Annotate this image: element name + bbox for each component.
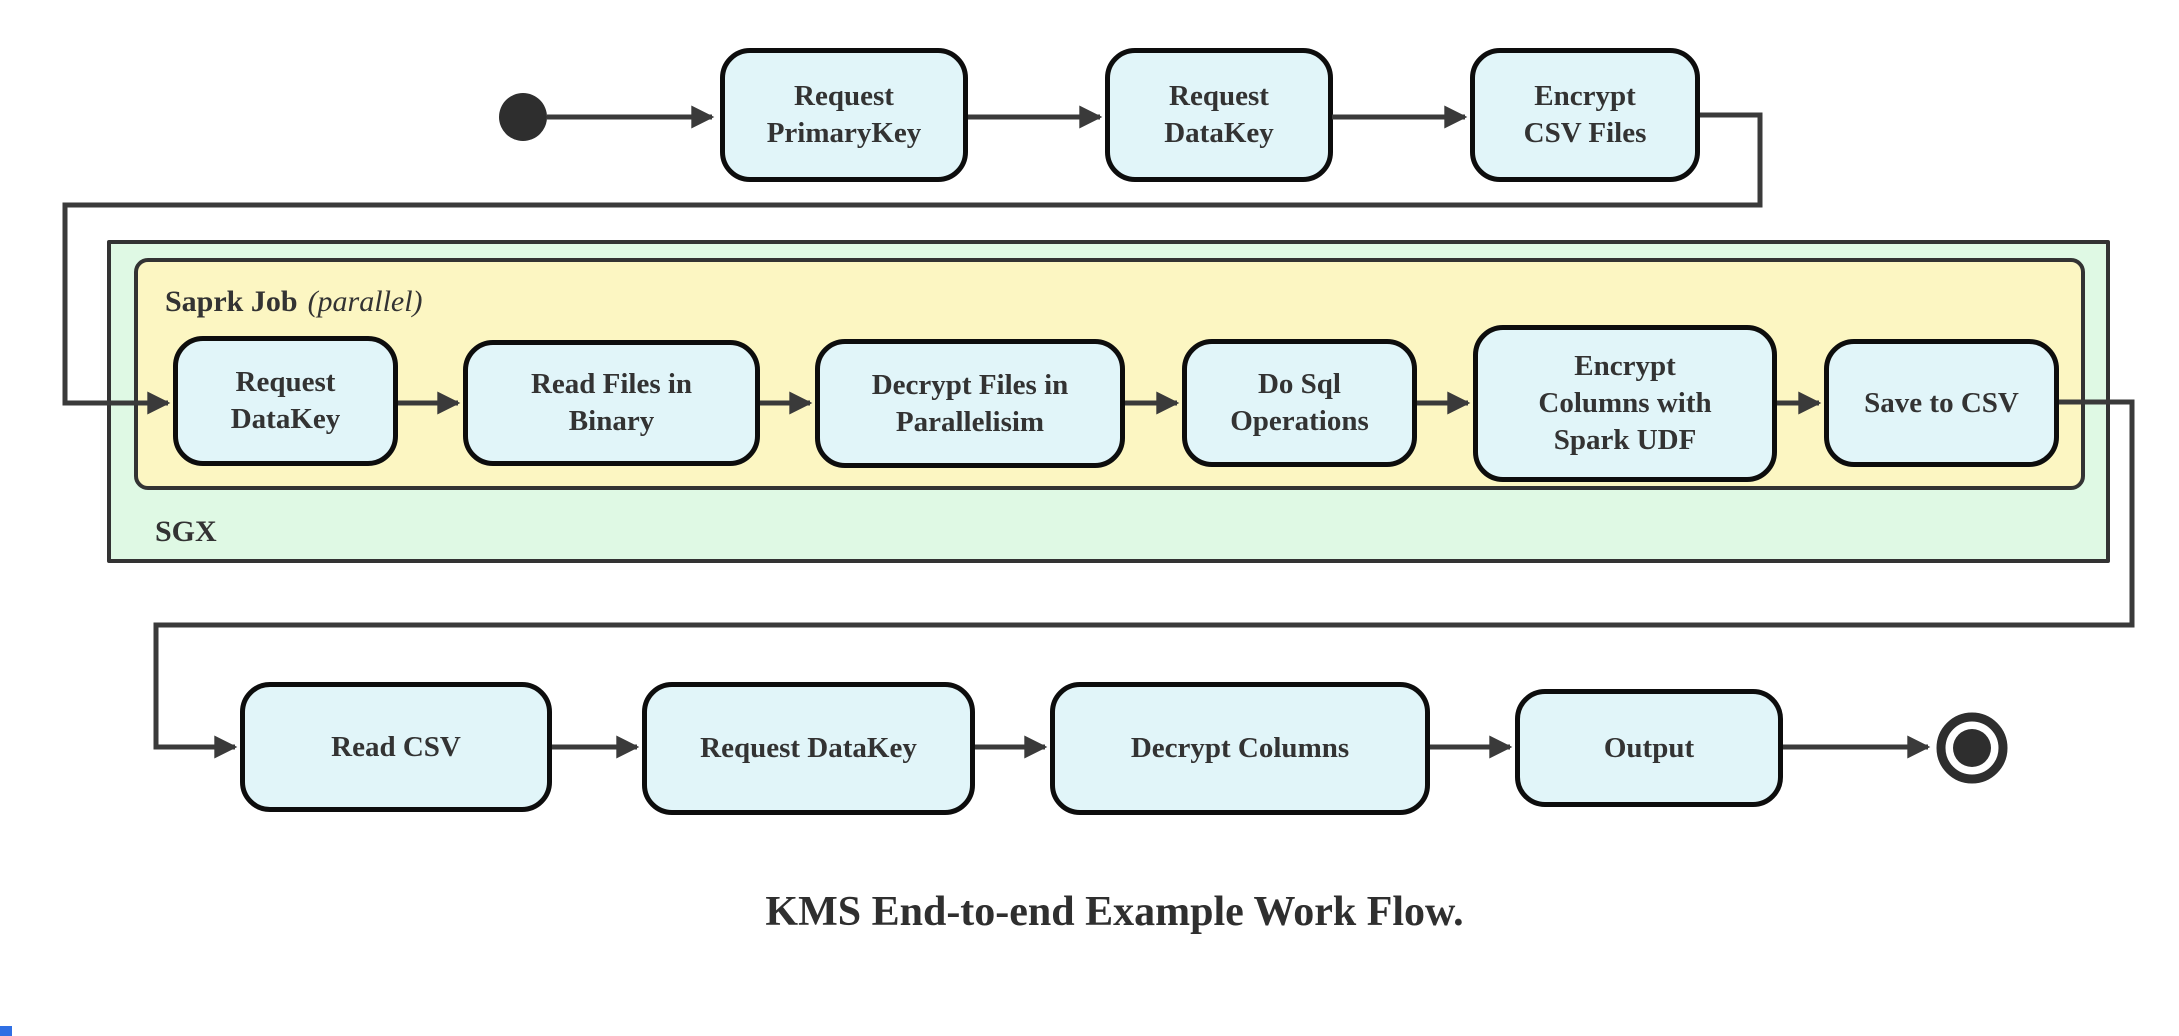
node-label: Encrypt CSV Files <box>1523 80 1647 149</box>
spark-job-group-label: Saprk Job (parallel) <box>165 284 423 320</box>
node-request-primarykey: Request PrimaryKey <box>720 48 968 182</box>
node-label: Do Sql Operations <box>1230 368 1369 437</box>
node-label: Request DataKey <box>1164 80 1274 149</box>
node-label: Decrypt Files in Parallelisim <box>871 368 1069 438</box>
node-encrypt-csv-files: Encrypt CSV Files <box>1470 48 1700 182</box>
node-decrypt-files-in-parallelism: Decrypt Files in Parallelisim <box>815 339 1125 468</box>
node-label: Read CSV <box>331 730 461 763</box>
diagram-caption: KMS End-to-end Example Work Flow. <box>765 889 1464 935</box>
node-output: Output <box>1515 689 1783 807</box>
bottom-left-blue-artifact <box>0 1026 12 1036</box>
node-request-datakey-top: Request DataKey <box>1105 48 1333 182</box>
node-label: Request PrimaryKey <box>766 80 922 149</box>
sgx-group-label: SGX <box>155 515 217 548</box>
spark-job-label-text: Saprk Job <box>165 285 298 318</box>
node-read-files-in-binary: Read Files in Binary <box>463 340 760 466</box>
node-encrypt-columns-with-spark-udf: Encrypt Columns with Spark UDF <box>1473 325 1777 482</box>
node-request-datakey-mid: Request DataKey <box>173 336 398 466</box>
node-decrypt-columns: Decrypt Columns <box>1050 682 1430 815</box>
node-label: Request DataKey <box>700 732 917 764</box>
node-label: Encrypt Columns with Spark UDF <box>1538 350 1712 456</box>
node-label: Decrypt Columns <box>1130 732 1350 764</box>
node-label: Save to CSV <box>1864 386 2019 419</box>
node-read-csv: Read CSV <box>240 682 552 812</box>
spark-job-parallel-qualifier: (parallel) <box>307 285 423 318</box>
node-request-datakey-bottom: Request DataKey <box>642 682 975 815</box>
start-state-icon <box>499 93 547 141</box>
node-label: Output <box>1603 731 1695 764</box>
node-label: Request DataKey <box>230 366 341 435</box>
node-label: Read Files in Binary <box>530 368 693 437</box>
node-save-to-csv: Save to CSV <box>1824 339 2059 467</box>
end-state-icon <box>1936 712 2008 784</box>
node-do-sql-operations: Do Sql Operations <box>1182 339 1417 467</box>
